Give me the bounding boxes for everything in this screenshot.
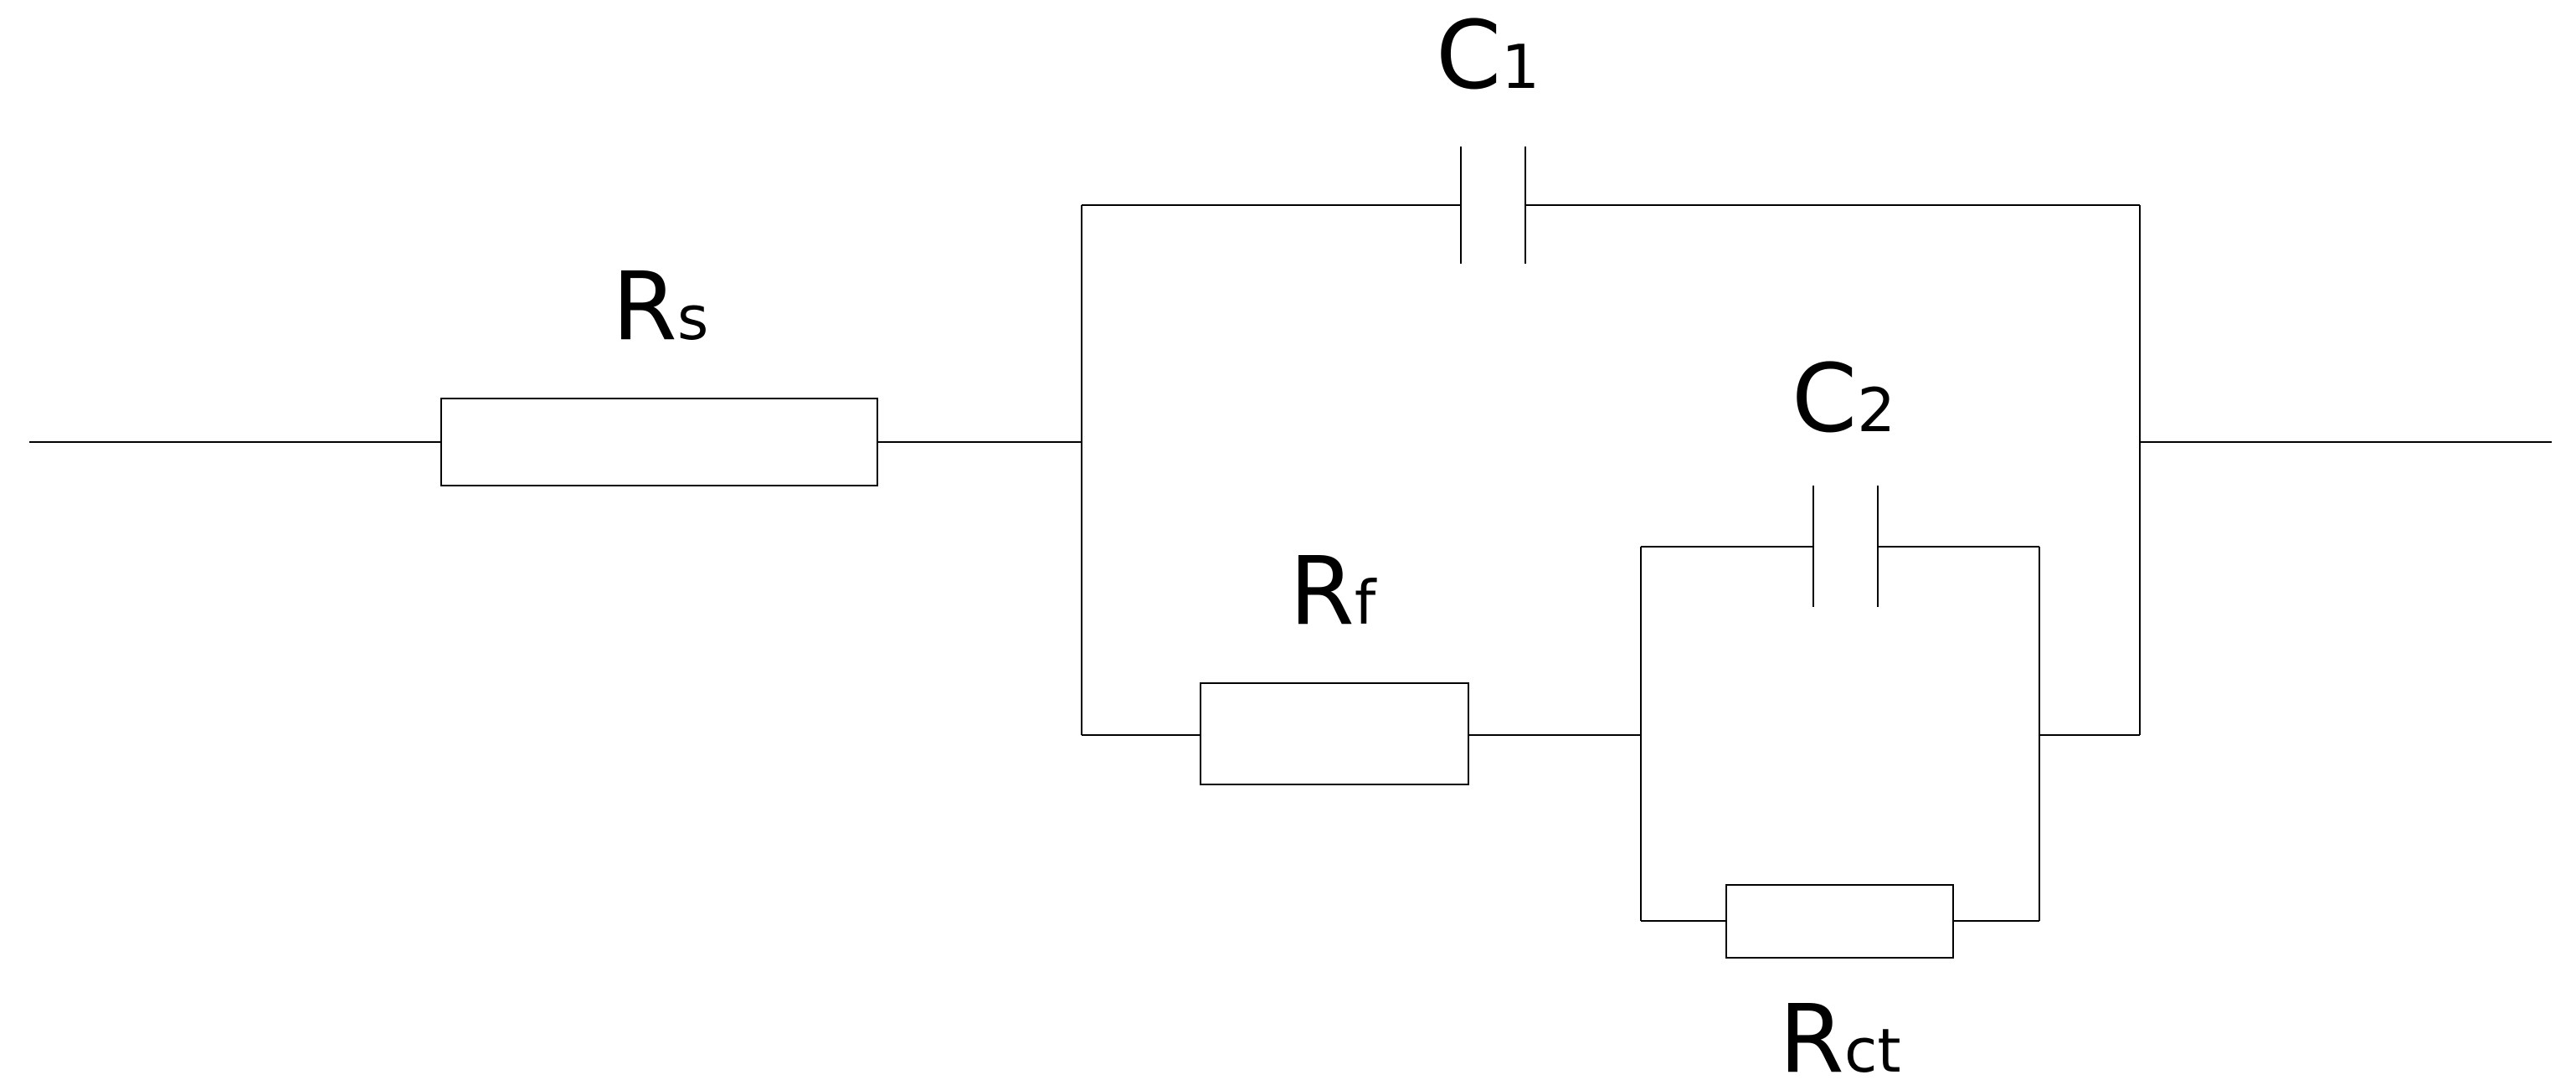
inner-parallel <box>1640 486 2040 959</box>
resistor-rct <box>1725 884 1954 959</box>
label-c2-subscript: 2 <box>1857 375 1895 445</box>
series-branch <box>29 398 2552 486</box>
label-rf-subscript: f <box>1355 568 1377 638</box>
label-rs-letter: R <box>612 253 677 362</box>
label-rs-subscript: s <box>677 283 709 353</box>
label-rf: Rf <box>1289 537 1377 646</box>
label-rct-subscript: ct <box>1844 1016 1901 1085</box>
label-c2: C2 <box>1792 345 1895 454</box>
c1-branch <box>1081 147 2141 735</box>
label-rct-letter: R <box>1779 985 1844 1085</box>
label-c2-letter: C <box>1792 345 1857 454</box>
label-c1-subscript: 1 <box>1501 32 1540 102</box>
label-c1-letter: C <box>1436 2 1501 111</box>
label-c1: C1 <box>1436 2 1540 111</box>
rf-branch <box>1082 682 2140 785</box>
label-rf-letter: R <box>1289 537 1355 646</box>
label-rct: Rct <box>1779 985 1901 1085</box>
label-rs: Rs <box>612 253 708 362</box>
resistor-rf <box>1200 682 1469 785</box>
resistor-rs <box>440 398 878 486</box>
